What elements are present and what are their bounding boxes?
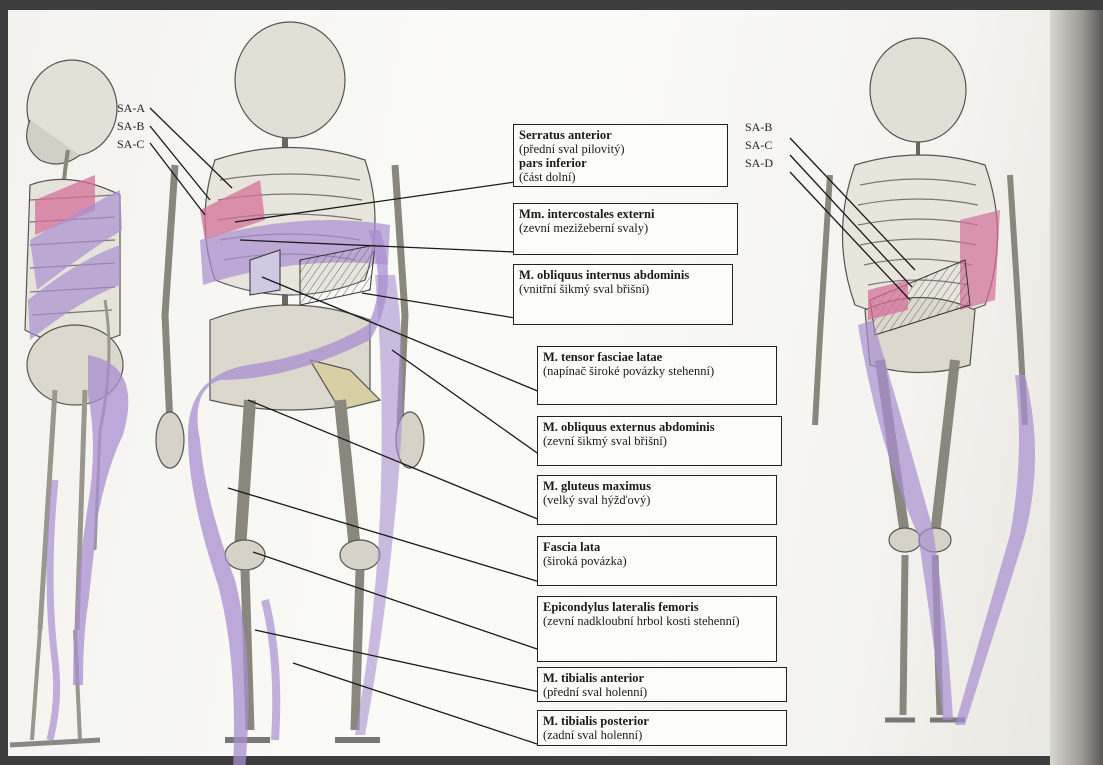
sling-tag: SA-A	[117, 101, 145, 116]
sling-tag: SA-B	[745, 120, 772, 135]
label-intercostales: Mm. intercostales externi (zevní mezižeb…	[513, 203, 738, 255]
label-subtitle: (zevní nadkloubní hrbol kosti stehenní)	[543, 614, 771, 628]
label-title: M. tibialis posterior	[543, 714, 781, 728]
label-gluteus-maximus: M. gluteus maximus (velký sval hýžďový)	[537, 475, 777, 525]
label-subtitle: (zevní mezižeberní svaly)	[519, 221, 732, 235]
label-subtitle: (široká povázka)	[543, 554, 771, 568]
label-tensor-fasciae-latae: M. tensor fasciae latae (napínač široké …	[537, 346, 777, 405]
label-subtitle: (zadní sval holenní)	[543, 728, 781, 742]
sling-tag: SA-C	[117, 137, 144, 152]
label-serratus-anterior: Serratus anterior (přední sval pilovitý)…	[513, 124, 728, 187]
label-title: Mm. intercostales externi	[519, 207, 732, 221]
label-obliquus-internus: M. obliquus internus abdominis (vnitřní …	[513, 264, 733, 325]
label-epicondylus-lateralis: Epicondylus lateralis femoris (zevní nad…	[537, 596, 777, 662]
label-title: M. gluteus maximus	[543, 479, 771, 493]
sling-tag: SA-D	[745, 156, 773, 171]
label-tibialis-anterior: M. tibialis anterior (přední sval holenn…	[537, 667, 787, 702]
label-title: Serratus anterior	[519, 128, 722, 142]
label-subtitle: (přední sval holenní)	[543, 685, 781, 699]
label-title: M. tensor fasciae latae	[543, 350, 771, 364]
label-title: M. tibialis anterior	[543, 671, 781, 685]
label-subtitle: (přední sval pilovitý)	[519, 142, 722, 156]
label-obliquus-externus: M. obliquus externus abdominis (zevní ši…	[537, 416, 782, 466]
label-title: pars inferior	[519, 156, 722, 170]
label-title: M. obliquus externus abdominis	[543, 420, 776, 434]
sling-tag: SA-B	[117, 119, 144, 134]
label-title: Fascia lata	[543, 540, 771, 554]
label-title: Epicondylus lateralis femoris	[543, 600, 771, 614]
sling-tag: SA-C	[745, 138, 772, 153]
label-subtitle: (zevní šikmý sval břišní)	[543, 434, 776, 448]
label-subtitle: (velký sval hýžďový)	[543, 493, 771, 507]
label-subtitle: (vnitřní šikmý sval břišní)	[519, 282, 727, 296]
label-title: M. obliquus internus abdominis	[519, 268, 727, 282]
label-subtitle: (napínač široké povázky stehenní)	[543, 364, 771, 378]
label-fascia-lata: Fascia lata (široká povázka)	[537, 536, 777, 586]
label-subtitle: (část dolní)	[519, 170, 722, 184]
label-tibialis-posterior: M. tibialis posterior (zadní sval holenn…	[537, 710, 787, 746]
